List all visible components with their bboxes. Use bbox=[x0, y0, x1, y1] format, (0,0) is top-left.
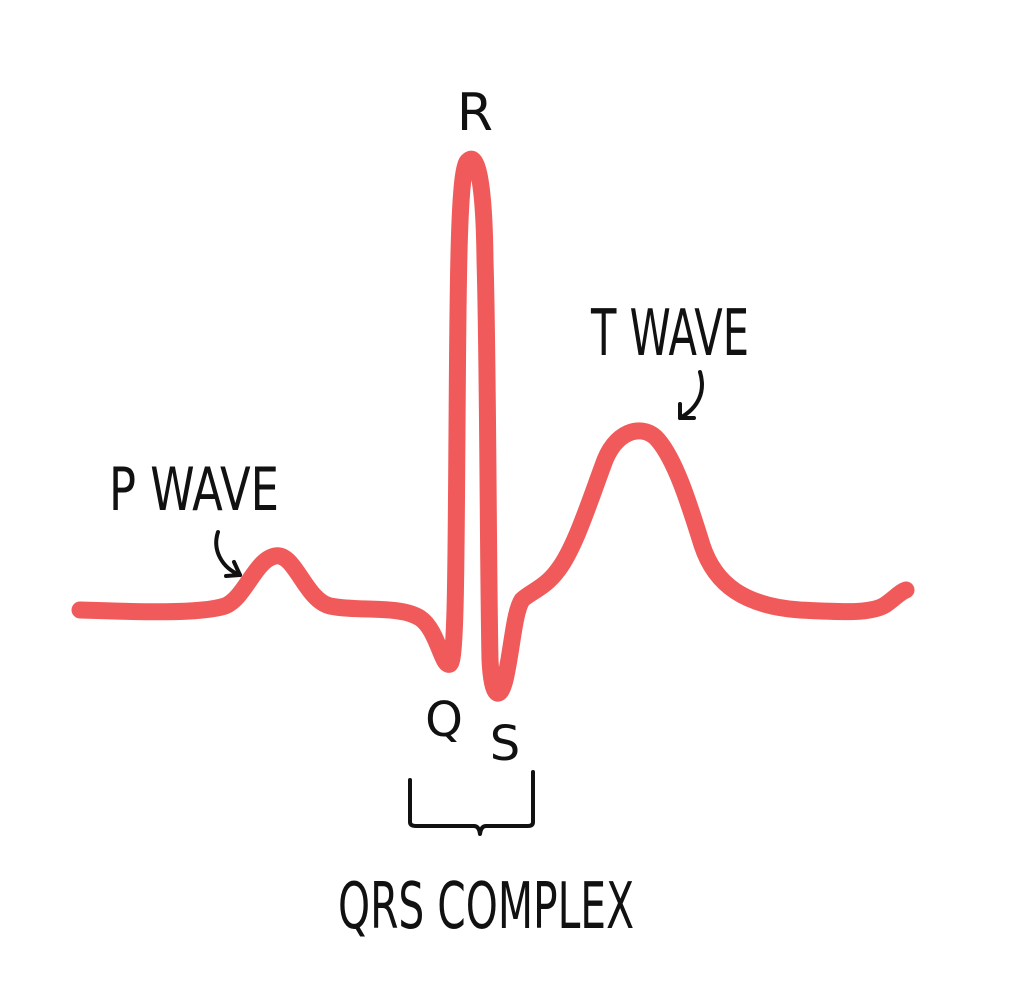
ecg-trace bbox=[71, 150, 915, 702]
t-wave-label: T WAVE bbox=[590, 297, 749, 371]
t-wave-arrow-icon bbox=[678, 370, 704, 420]
q-label: Q bbox=[425, 692, 463, 748]
p-wave-label: P WAVE bbox=[109, 455, 279, 525]
r-label: R bbox=[457, 83, 493, 143]
qrs-complex-label: QRS COMPLEX bbox=[338, 870, 634, 944]
p-wave-arrow-icon bbox=[214, 530, 242, 578]
s-label: S bbox=[490, 716, 520, 772]
qrs-bracket bbox=[408, 770, 535, 836]
